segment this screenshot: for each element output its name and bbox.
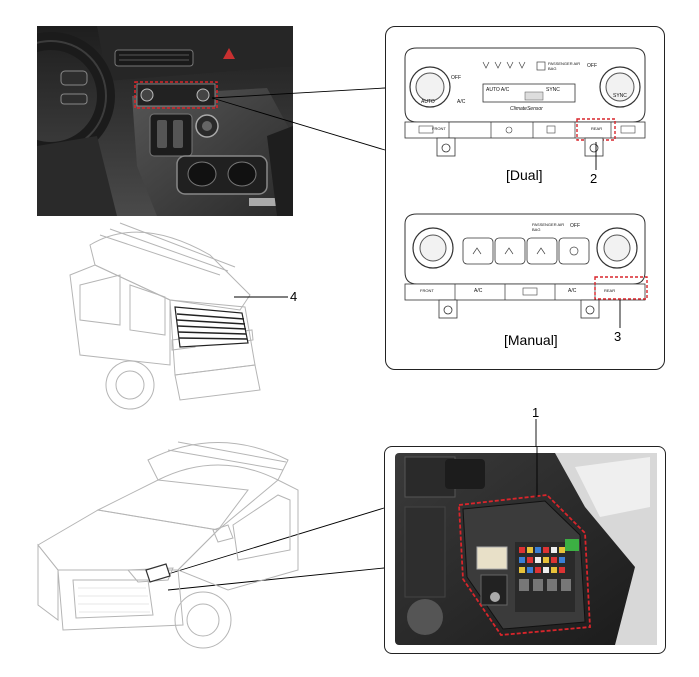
callout-2-leader	[595, 142, 597, 170]
manual-ac-label: A/C	[474, 288, 483, 294]
manual-airbag-label: PASSENGER AIR BAG	[532, 222, 565, 232]
caption-manual: [Manual]	[504, 332, 558, 348]
dual-ac-label: A/C	[457, 99, 466, 105]
dual-airbag-label: PASSENGER AIR BAG	[548, 61, 581, 71]
dual-airbag-off: OFF	[587, 63, 597, 69]
callout-4-leader	[234, 296, 288, 298]
dual-auto-label: AUTO	[421, 99, 435, 105]
callout-1: 1	[532, 405, 540, 420]
manual-ac2-label: A/C	[568, 288, 577, 294]
rear-vehicle-outline	[60, 215, 275, 415]
front-vehicle-outline	[28, 420, 318, 660]
dual-front-label: FRONT	[432, 126, 446, 131]
callout-3-leader	[619, 300, 621, 328]
manual-climate-panel	[395, 210, 655, 330]
callout-3: 3	[614, 329, 622, 344]
fuse-box-photo	[384, 446, 666, 654]
dual-display-auto: AUTO A/C	[486, 87, 510, 93]
dual-sync-label: SYNC	[613, 93, 627, 99]
console-photo	[37, 26, 293, 216]
callout-2: 2	[590, 171, 598, 186]
manual-front-label: FRONT	[420, 288, 434, 293]
callout-1-leader	[535, 419, 537, 447]
manual-airbag-off: OFF	[570, 223, 580, 229]
manual-rear-label: REAR	[604, 288, 616, 293]
dual-climate-panel	[395, 40, 655, 165]
dual-brand-label: ClimateSensor	[510, 106, 543, 112]
callout-4: 4	[290, 289, 298, 304]
caption-dual: [Dual]	[506, 167, 543, 183]
dual-rear-label: REAR	[591, 126, 603, 131]
dual-off-label: OFF	[451, 75, 461, 81]
dual-display-sync: SYNC	[546, 87, 560, 93]
